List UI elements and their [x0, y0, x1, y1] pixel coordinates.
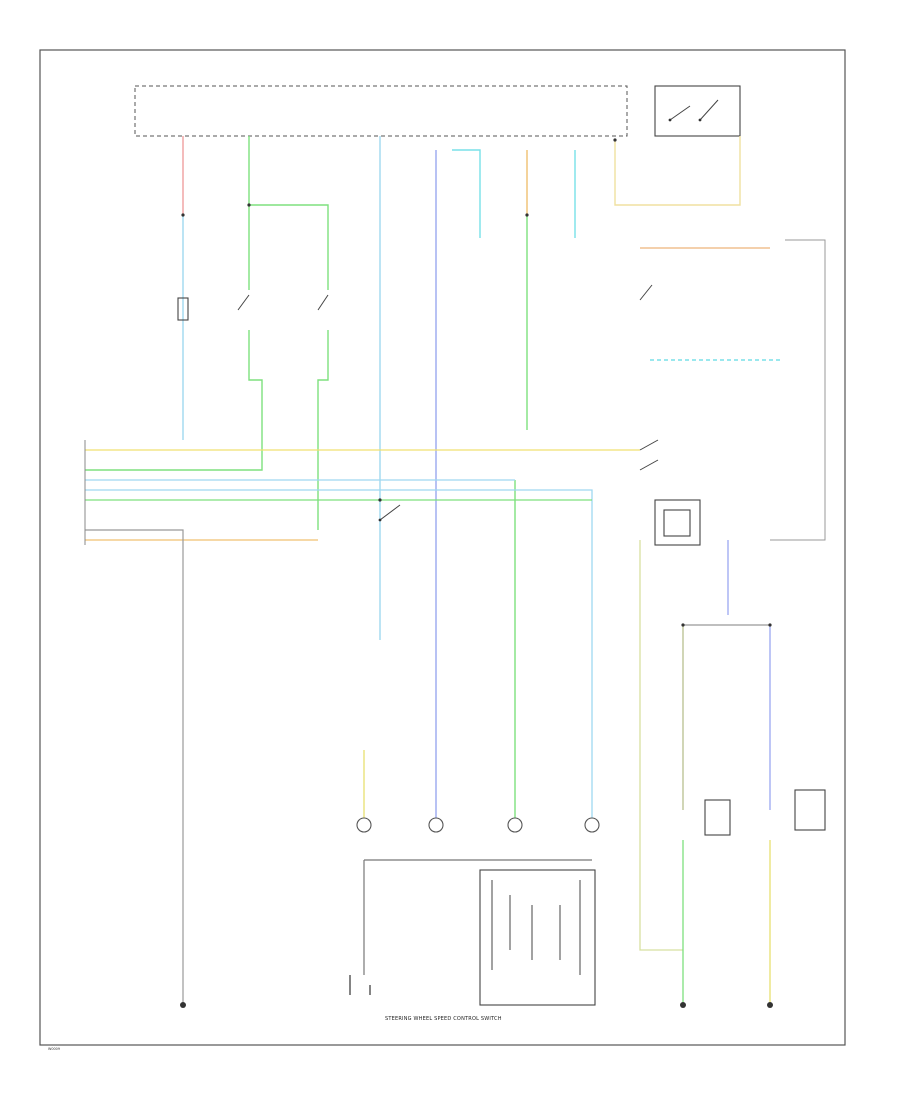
wire-green-mid: [514, 215, 528, 820]
diagram-frame: [39, 49, 846, 1046]
wire-bus-light-blue-2: [85, 489, 593, 820]
ground-symbol-right-2: [767, 1002, 773, 1008]
module-inner-right-middle: [663, 509, 691, 537]
lamp-1: [356, 817, 372, 833]
wire-green-2: [85, 205, 263, 471]
fuse-box-dashed: [134, 85, 628, 137]
relay-switch-symbol: [668, 99, 719, 122]
relay-box-top-right: [654, 85, 741, 137]
wire-cyan-mid: [452, 149, 481, 238]
page-reference: W0009: [48, 1047, 60, 1051]
wire-green-3: [317, 330, 329, 530]
speed-control-switches: [491, 880, 581, 975]
lamp-3: [507, 817, 523, 833]
brake-pedal-switch: [378, 504, 401, 522]
wire-grey-right-vertical: [770, 239, 826, 541]
ground-symbol-left: [180, 1002, 186, 1008]
wire-bus-grey: [85, 529, 184, 1005]
ground-symbol-lower-left-center: [349, 975, 371, 995]
lamp-module-left: [704, 799, 731, 836]
wire-ground-bus: [363, 859, 592, 975]
brake-switches-left: [177, 294, 329, 321]
module-box-right-middle: [654, 499, 701, 546]
lamp-4: [584, 817, 600, 833]
lamp-2: [428, 817, 444, 833]
speed-control-switch-caption: STEERING WHEEL SPEED CONTROL SWITCH: [385, 1016, 502, 1022]
wire-olive-right: [639, 540, 683, 951]
splice-dots: [181, 138, 772, 627]
lamp-module-right: [794, 789, 826, 831]
speed-control-switch-box: [479, 869, 596, 1006]
wire-orange-right: [614, 136, 741, 206]
wire-green-1: [248, 136, 329, 290]
clutch-switch-right: [639, 284, 659, 471]
ground-symbol-right-1: [680, 1002, 686, 1008]
